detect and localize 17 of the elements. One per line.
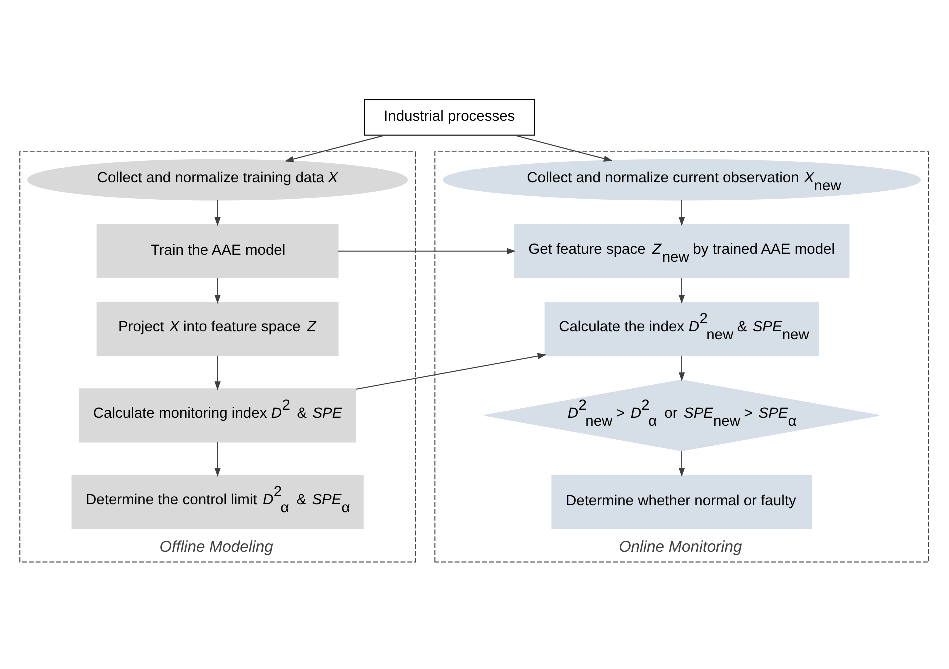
node-ellipse: Collect and normalize training data X [27,158,408,200]
node-box: Train the AAE model [96,224,339,278]
arrow [284,134,386,162]
arrow [514,134,613,162]
arrow [678,199,686,226]
arrow [214,277,221,304]
arrow [338,248,516,254]
arrow [356,352,547,390]
node-box: Industrial processes [364,98,536,136]
arrow [214,354,221,390]
arrow [214,441,221,477]
arrow [678,354,686,381]
node-box: Project X into feature space Z [96,302,339,356]
node-box: Determine whether normal or faulty [552,474,812,529]
arrow [678,450,686,476]
arrow [214,199,221,226]
arrow [678,277,686,304]
